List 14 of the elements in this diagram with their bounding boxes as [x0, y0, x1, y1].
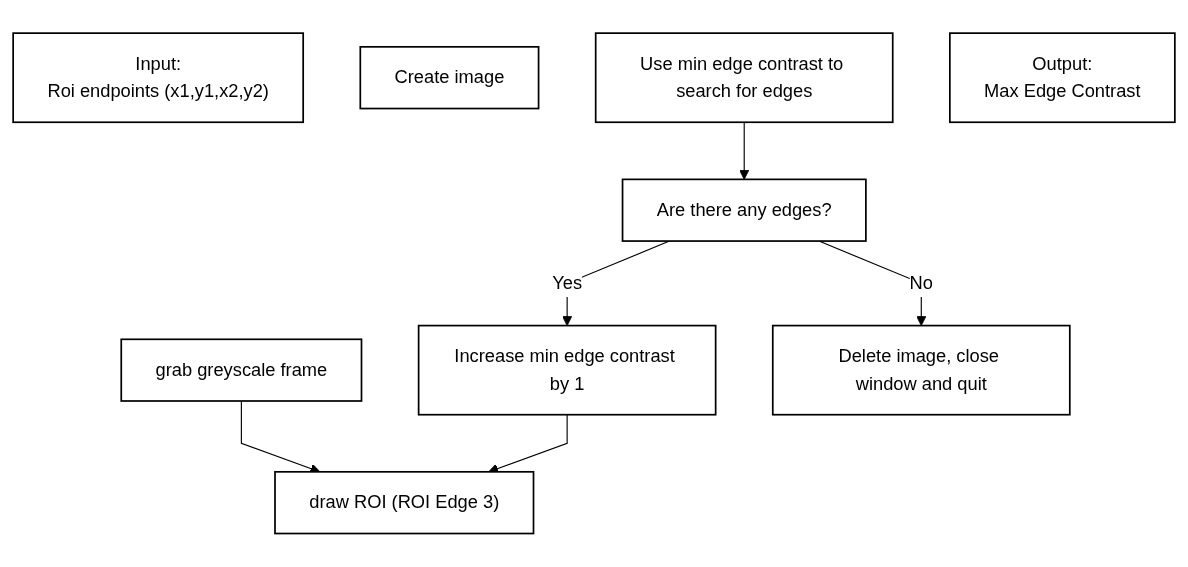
edge-label: No	[909, 273, 933, 293]
edge-label: Yes	[552, 273, 583, 293]
node-box: Output: Max Edge Contrast	[949, 32, 1176, 124]
arrow	[488, 414, 568, 474]
node-box: draw ROI (ROI Edge 3)	[274, 471, 535, 535]
arrow	[240, 400, 321, 474]
arrow	[739, 121, 750, 180]
node-box: Use min edge contrast to search for edges	[594, 32, 894, 124]
node-box: grab greyscale frame	[120, 338, 363, 403]
node-box: Delete image, close window and quit	[771, 324, 1071, 416]
node-box: Create image	[359, 46, 540, 110]
node-box: Increase min edge contrast by 1	[417, 324, 717, 416]
node-box: Are there any edges?	[621, 178, 867, 243]
node-box: Input: Roi endpoints (x1,y1,x2,y2)	[12, 32, 305, 124]
